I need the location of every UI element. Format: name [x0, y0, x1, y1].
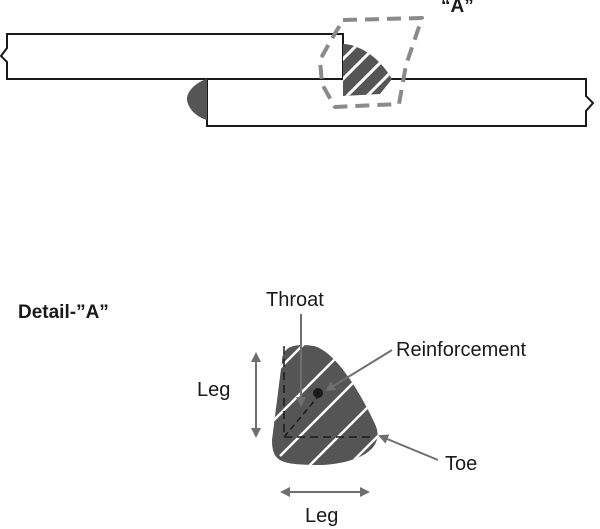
throat-label: Throat [266, 289, 324, 311]
reinforcement-arrow [325, 349, 393, 392]
detail-a-marker: “A” [441, 0, 474, 17]
detail-fillet-weld [272, 344, 378, 466]
detail-a-callout-outline [318, 16, 424, 109]
leg-vertical-label: Leg [197, 379, 230, 401]
lower-plate-break-line [585, 78, 595, 127]
reinforcement-label: Reinforcement [396, 339, 527, 361]
leg-horizontal-label: Leg [305, 505, 338, 527]
upper-plate [0, 33, 344, 80]
left-fillet-weld [186, 79, 207, 120]
upper-plate-break-line [0, 33, 8, 80]
toe-arrow [378, 434, 439, 461]
weld-throat-dot [313, 388, 323, 398]
detail-title: Detail-”A” [18, 302, 109, 323]
toe-label: Toe [445, 453, 477, 475]
